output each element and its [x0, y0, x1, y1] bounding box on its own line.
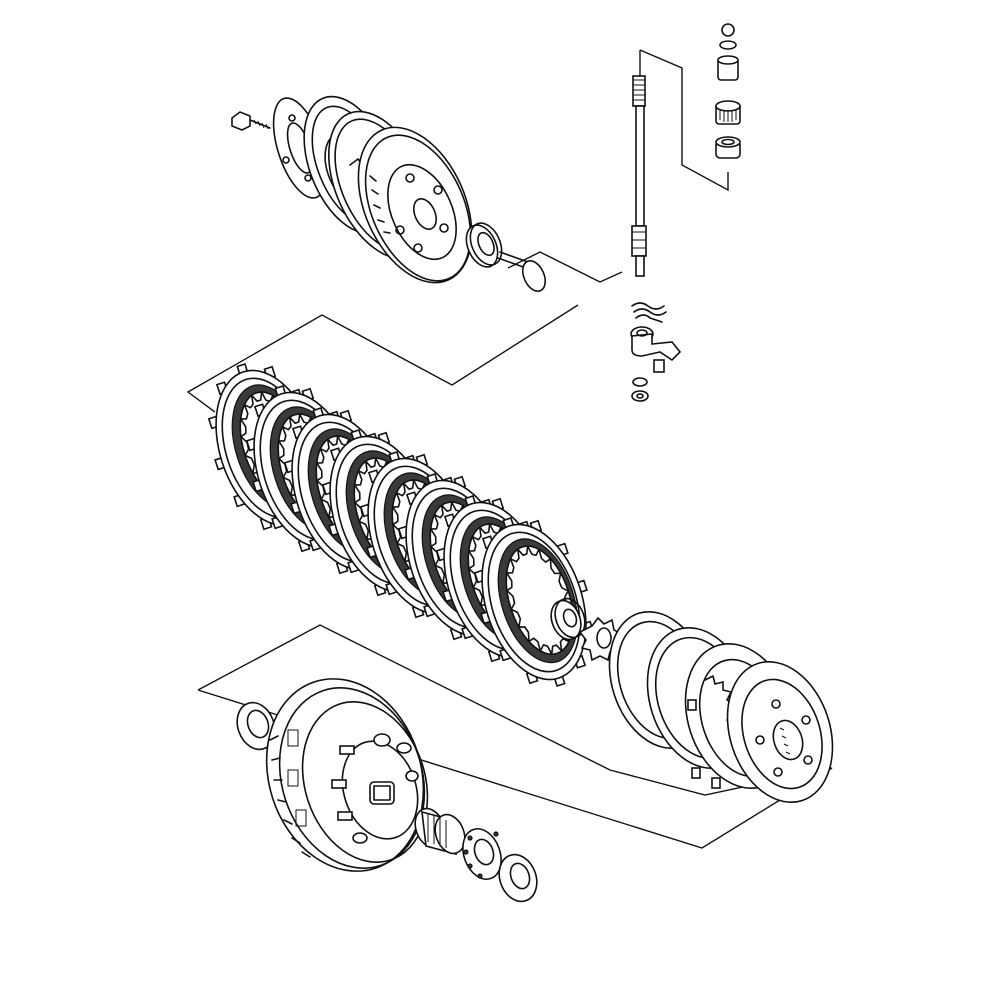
thrust-washer-icon: [236, 701, 276, 751]
spring-icon: [631, 302, 667, 323]
needle-bearing-2-icon: [715, 100, 741, 125]
thrust-washer-rear-icon: [498, 853, 538, 903]
thrust-bearing-icon: [462, 828, 502, 880]
washer-icon: [631, 377, 649, 402]
upper-group-frame: [186, 304, 579, 413]
hub-icon: [608, 610, 834, 803]
shaft-icon: [631, 75, 647, 277]
push-rod-bracket: [639, 49, 729, 192]
gear-housing-icon: [265, 678, 429, 872]
lower-group-frame: [197, 624, 833, 849]
bearing-icon: [465, 222, 503, 268]
clutch-plate: [473, 517, 595, 687]
disc-stack-icon: [207, 363, 595, 687]
gear-hub-icon: [357, 126, 473, 284]
nut-icon: [550, 597, 586, 641]
seal-icon: [715, 136, 741, 159]
clip-icon: [719, 23, 737, 50]
bolt-icon: [231, 111, 271, 131]
rod-icon: [497, 251, 547, 292]
needle-bearing-icon: [717, 55, 739, 81]
spacer-bearing-icon: [414, 807, 466, 856]
lever-icon: [630, 326, 682, 373]
